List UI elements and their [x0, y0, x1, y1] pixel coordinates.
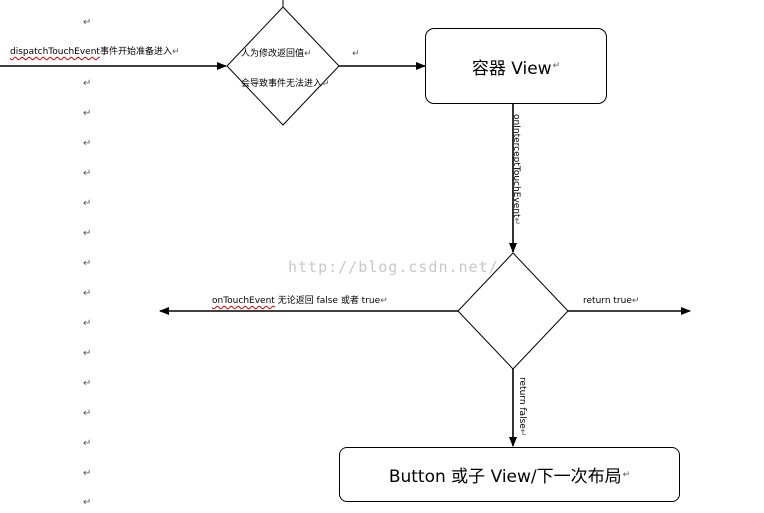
return-false-label-text: return false: [517, 377, 527, 429]
paragraph-mark: ↵: [83, 168, 92, 179]
paragraph-mark: ↵: [304, 49, 312, 59]
paragraph-mark: ↵: [83, 497, 92, 508]
paragraph-mark: ↵: [83, 378, 92, 389]
paragraph-mark: ↵: [511, 217, 521, 226]
button-child-view-box: Button 或子 View/下一次布局↵: [339, 447, 680, 502]
modify-label-line2: 会导致事件无法进入↵: [241, 79, 330, 90]
return-true-label: return true↵: [583, 296, 639, 307]
paragraph-mark-dot: ↵: [352, 49, 360, 59]
container-view-label: 容器 View: [471, 58, 552, 79]
paragraph-mark: ↵: [83, 288, 92, 299]
paragraph-mark: ↵: [83, 228, 92, 239]
button-child-view-label: Button 或子 View/下一次布局: [388, 467, 622, 487]
return-false-label: return false↵: [516, 377, 527, 436]
paragraph-mark: ↵: [552, 61, 561, 71]
container-view-box: 容器 View↵: [425, 28, 607, 104]
dispatch-label-keyword: dispatchTouchEvent: [10, 47, 100, 57]
paragraph-mark: ↵: [622, 469, 631, 480]
paragraph-mark: ↵: [83, 198, 92, 209]
paragraph-mark: ↵: [83, 108, 92, 119]
paragraph-mark: ↵: [322, 79, 330, 89]
paragraph-mark: ↵: [83, 408, 92, 419]
paragraph-mark: ↵: [171, 47, 180, 57]
modify-label-line1: 人为修改返回值↵: [241, 49, 312, 60]
paragraph-mark: ↵: [517, 428, 527, 437]
paragraph-mark: ↵: [83, 258, 92, 269]
intercept-diamond: [457, 252, 569, 370]
watermark: http://blog.csdn.net/: [288, 258, 499, 276]
dispatch-label: dispatchTouchEvent事件开始准备进入↵: [10, 47, 180, 58]
paragraph-mark: ↵: [83, 468, 92, 479]
modify-label-line1-text: 人为修改返回值: [241, 49, 305, 59]
modify-label-line2-text: 会导致事件无法进入: [241, 79, 323, 89]
dispatch-label-text: 事件开始准备进入: [99, 47, 172, 57]
paragraph-mark: ↵: [83, 138, 92, 149]
return-true-label-text: return true: [583, 296, 632, 306]
paragraph-mark: ↵: [83, 348, 92, 359]
ontouch-label: onTouchEvent 无论返回 false 或者 true↵: [212, 296, 388, 307]
intercept-label-text: onInterceptTouchEvent: [511, 114, 521, 218]
paragraph-mark: ↵: [83, 78, 92, 89]
paragraph-mark: ↵: [83, 17, 92, 28]
intercept-label: onInterceptTouchEvent↵: [510, 114, 521, 225]
paragraph-mark: ↵: [380, 296, 388, 306]
paragraph-mark: ↵: [83, 438, 92, 449]
modify-diamond: [226, 6, 340, 126]
ontouch-label-keyword: onTouchEvent: [212, 296, 275, 306]
paragraph-mark: ↵: [83, 318, 92, 329]
ontouch-label-text: 无论返回 false 或者 true: [274, 296, 381, 306]
paragraph-mark: ↵: [631, 296, 640, 306]
